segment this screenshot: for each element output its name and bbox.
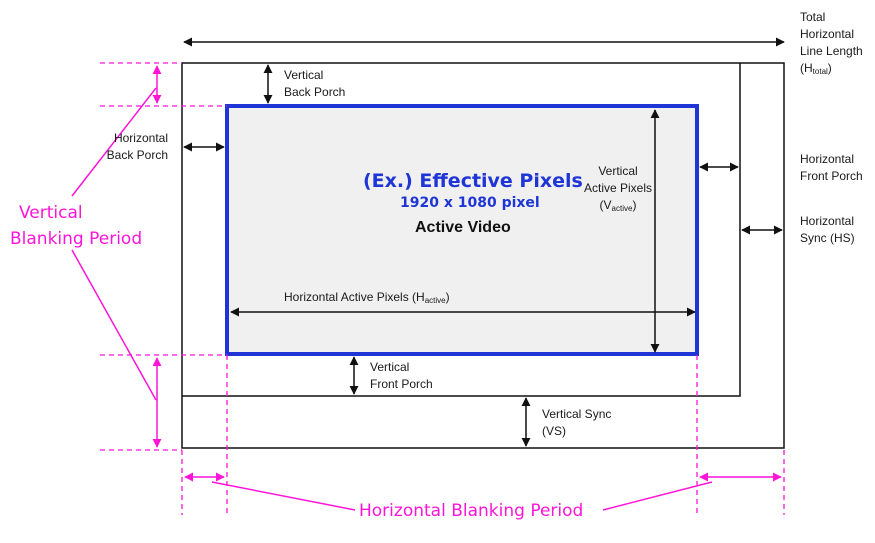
vertical-blanking-label: Vertical Blanking Period: [10, 203, 143, 249]
blanking-leader-lines: [71, 87, 713, 511]
vertical-blanking-guides: [100, 62, 227, 451]
blanking-frame: [182, 63, 741, 397]
horizontal-back-porch-label: Horizontal Back Porch: [106, 131, 168, 162]
active-video-label: Active Video: [415, 219, 511, 236]
horizontal-front-porch-label: Horizontal Front Porch: [800, 152, 863, 183]
total-frame: [181, 62, 785, 449]
resolution-label: 1920 x 1080 pixel: [400, 195, 540, 211]
horizontal-blanking-guides: [181, 355, 785, 515]
total-line-length-label: Total Horizontal Line Length (Htotal): [800, 10, 863, 76]
vertical-front-porch-label: Vertical Front Porch: [370, 360, 433, 391]
vertical-active-pixels-label: Vertical Active Pixels (Vactive): [583, 164, 653, 213]
horizontal-blanking-label: Horizontal Blanking Period: [359, 501, 584, 521]
vertical-sync-label: Vertical Sync (VS): [542, 407, 612, 438]
vertical-back-porch-label: Vertical Back Porch: [284, 68, 346, 99]
horizontal-sync-label: Horizontal Sync (HS): [800, 214, 855, 245]
horizontal-active-pixels-label: Horizontal Active Pixels (Hactive): [284, 290, 450, 305]
effective-pixels-title: (Ex.) Effective Pixels: [363, 170, 583, 192]
